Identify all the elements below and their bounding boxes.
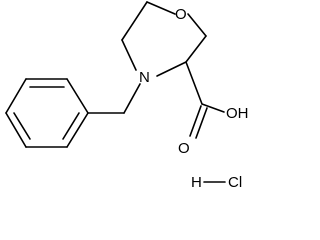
- bond-c-c-left-top: [121, 1, 148, 41]
- bond-c3-c2: [185, 35, 207, 63]
- benzene-bond-6: [66, 112, 89, 148]
- bond-c-n-left: [121, 39, 137, 71]
- hydrochloride-h-label: H: [191, 174, 202, 190]
- bond-n-c3: [156, 61, 187, 77]
- bond-carbonyl-1: [189, 105, 202, 137]
- molecule-drawing: O N OH O H Cl: [5, 1, 249, 190]
- structure-diagram: O N OH O H Cl: [5, 1, 249, 190]
- morpholine-ring: [121, 1, 207, 77]
- benzyl-group: [5, 78, 141, 148]
- carbonyl-oxygen-label: O: [178, 140, 190, 157]
- benzene-bond-3: [5, 78, 27, 114]
- bond-carboxyl-oh: [201, 103, 225, 113]
- bond-o-c-left: [146, 1, 176, 15]
- hydrochloride-cl-label: Cl: [228, 174, 242, 190]
- ring-nitrogen-label: N: [139, 69, 150, 86]
- carboxyl-oh-label: OH: [226, 105, 249, 122]
- bond-c3-carboxyl: [185, 61, 203, 105]
- bond-c2-o: [187, 13, 207, 37]
- benzene-double-bond-2: [13, 112, 31, 140]
- ring-oxygen-label: O: [175, 6, 187, 23]
- carboxylic-acid-group: [185, 61, 225, 139]
- bond-n-ch2: [123, 83, 141, 114]
- benzene-bond-1: [66, 78, 89, 114]
- benzene-bond-4: [5, 112, 27, 148]
- benzene-double-bond-3: [62, 112, 80, 140]
- bond-carbonyl-2: [195, 107, 208, 139]
